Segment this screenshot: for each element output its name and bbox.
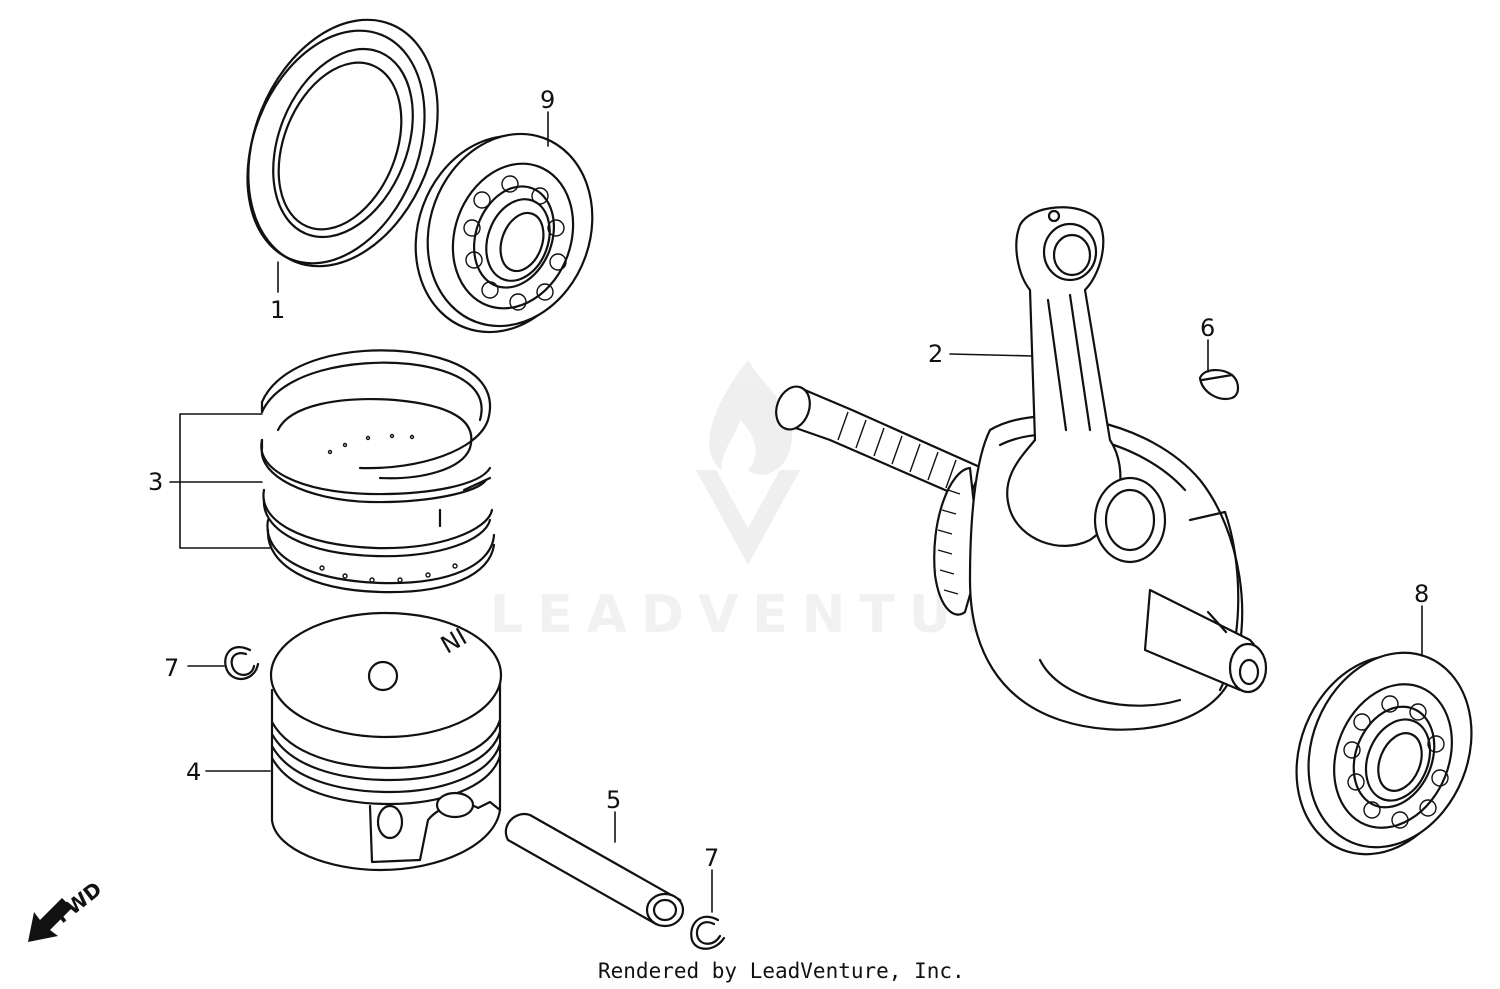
callout-6: 6 <box>1200 314 1215 342</box>
piston-pin-drawing <box>504 812 685 928</box>
arrow-down-left-icon <box>28 898 72 942</box>
callout-5: 5 <box>606 786 621 814</box>
callout-4: 4 <box>186 758 201 786</box>
woodruff-key-drawing <box>1198 369 1240 400</box>
watermark-flame-icon <box>709 360 792 475</box>
crankshaft-drawing <box>775 206 1268 731</box>
callout-2: 2 <box>928 340 943 368</box>
piston-drawing: IN <box>269 611 503 872</box>
callout-9: 9 <box>540 86 555 114</box>
leader-3 <box>169 413 271 549</box>
piston-rings-drawing <box>260 349 496 594</box>
bearing-right-drawing <box>1295 651 1473 856</box>
clip-left-drawing <box>224 646 260 681</box>
footer-credit: Rendered by LeadVenture, Inc. <box>598 959 965 983</box>
fwd-label: FWD <box>50 877 106 928</box>
clip-right-drawing <box>690 915 726 950</box>
fwd-indicator: FWD <box>28 877 106 942</box>
callout-1: 1 <box>270 296 285 324</box>
callout-labels: 1 2 3 4 5 6 7 7 8 9 <box>148 86 1429 872</box>
oil-seal-drawing <box>246 18 439 268</box>
callout-3: 3 <box>148 468 163 496</box>
callout-7a: 7 <box>164 654 179 682</box>
watermark-v-logo-icon <box>696 470 800 565</box>
bearing-top-drawing <box>414 132 594 334</box>
leader-2 <box>949 353 1033 357</box>
callout-8: 8 <box>1414 580 1429 608</box>
callout-7b: 7 <box>704 844 719 872</box>
leader-lines <box>169 111 1423 913</box>
